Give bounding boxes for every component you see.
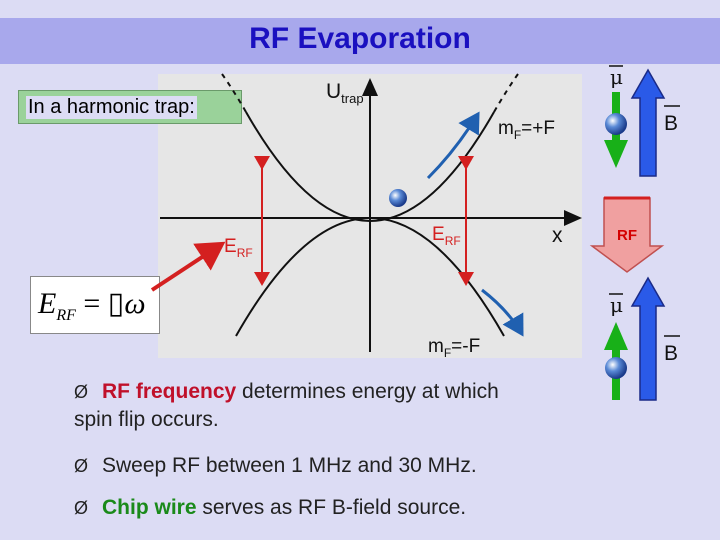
upper-curve-label: mF=+F (498, 118, 555, 142)
upper-curve-dashed-right (493, 73, 519, 113)
spin-arrow-up-icon (604, 322, 628, 350)
bullet-text: Sweep RF between 1 MHz and 30 MHz. (102, 454, 477, 477)
axis-y-label: Utrap (326, 80, 364, 106)
b-field-arrow-bottom-icon (630, 276, 666, 401)
formula-lhs-sub: RF (56, 307, 76, 324)
upper-curve-dashed-left (221, 73, 247, 113)
slide-title: RF Evaporation (249, 22, 471, 55)
title-bar (0, 18, 720, 64)
formula-glyph: ▯ (107, 287, 125, 320)
formula-lhs: E (38, 287, 57, 320)
spin-arrow-down-icon (604, 140, 628, 168)
motion-arrow-up (426, 111, 480, 180)
bullet-marker: Ø (74, 382, 89, 402)
erf-label-left: ERF (224, 236, 253, 260)
b-label-bottom: B (664, 342, 678, 365)
axis-x-label: x (552, 224, 563, 247)
energy-formula-box (30, 276, 160, 334)
energy-formula: ERF = ▯ω (38, 286, 146, 325)
bullet-chip-wire: Ø Chip wire serves as RF B-field source. (74, 494, 594, 522)
bullet-highlight: Chip wire (102, 496, 197, 519)
formula-omega: ω (124, 287, 146, 320)
bullet-marker: Ø (74, 498, 89, 518)
formula-pointer-arrow (150, 241, 226, 292)
b-label-top: B (664, 112, 678, 135)
erf-label-right: ERF (432, 224, 461, 248)
bullet-text-continued: spin flip occurs. (74, 408, 219, 431)
atom-ball-top (605, 113, 627, 135)
bullet-sweep-rf: Ø Sweep RF between 1 MHz and 30 MHz. (74, 452, 594, 480)
mu-label-top: μ (610, 65, 623, 89)
b-field-arrow-top-icon (630, 68, 666, 177)
atom-ball (389, 189, 407, 207)
rf-arrow-label: RF (617, 227, 637, 244)
bullet-text: determines energy at which (236, 380, 499, 403)
bullet-marker: Ø (74, 456, 89, 476)
bullet-rf-frequency: Ø RF frequency determines energy at which… (74, 378, 594, 434)
formula-equals: = (75, 287, 108, 320)
bullet-text: serves as RF B-field source. (196, 496, 467, 519)
trap-label: In a harmonic trap: (26, 96, 197, 119)
bullet-highlight: RF frequency (102, 380, 237, 403)
rf-arrow-icon (589, 197, 665, 273)
motion-arrow-down (481, 288, 524, 337)
mu-label-bottom: μ (610, 293, 623, 317)
atom-ball-bottom (605, 357, 627, 379)
lower-curve-label: mF=-F (428, 336, 480, 360)
